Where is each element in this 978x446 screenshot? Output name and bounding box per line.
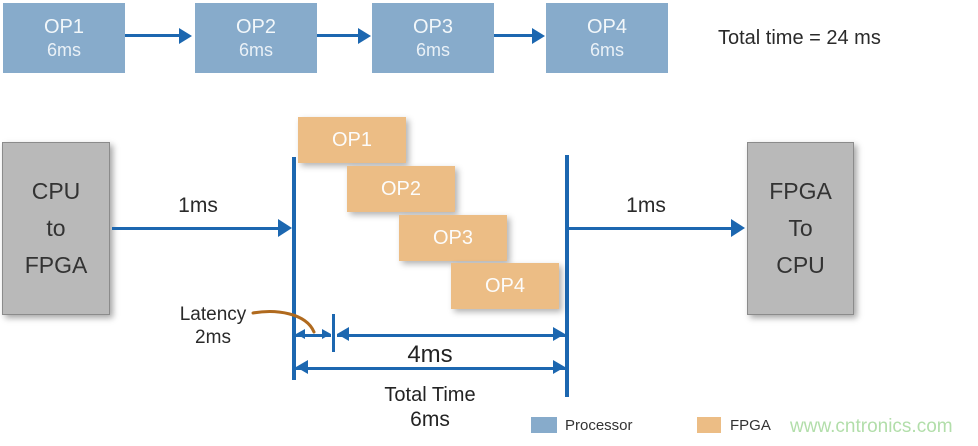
sequential-op4-box: OP4 6ms bbox=[546, 3, 668, 73]
watermark: www.cntronics.com bbox=[790, 416, 953, 437]
transfer-in-time-label: 1ms bbox=[178, 194, 218, 217]
fpga-op4-box: OP4 bbox=[451, 263, 559, 309]
sequential-op2-box: OP2 6ms bbox=[195, 3, 317, 73]
op-label: OP2 bbox=[235, 16, 277, 38]
latency-text: Latency bbox=[179, 304, 247, 325]
transfer-out-time-label: 1ms bbox=[626, 194, 666, 217]
op-label: OP2 bbox=[380, 177, 422, 200]
compute-time-label: 4ms bbox=[407, 341, 453, 368]
op-label: OP4 bbox=[586, 16, 628, 38]
compute-span-arrow-icon bbox=[337, 326, 565, 341]
fpga-to-cpu-line: CPU bbox=[776, 252, 825, 278]
op-label: OP3 bbox=[432, 226, 474, 249]
arrow-right-icon bbox=[112, 219, 292, 237]
sequential-op1-box: OP1 6ms bbox=[3, 3, 125, 73]
total-time-text: Total Time bbox=[384, 384, 476, 406]
sequential-total-time-label: Total time = 24 ms bbox=[718, 27, 881, 49]
latency-span-arrow-icon bbox=[296, 328, 331, 339]
arrow-right-icon bbox=[125, 27, 192, 44]
op-time: 6ms bbox=[415, 40, 450, 60]
op-label: OP4 bbox=[484, 274, 526, 297]
op-label: OP1 bbox=[43, 16, 85, 38]
fpga-to-cpu-line: FPGA bbox=[769, 178, 832, 204]
arrow-right-icon bbox=[317, 27, 371, 44]
fpga-legend-swatch bbox=[697, 417, 721, 433]
latency-callout-curve-icon bbox=[251, 310, 316, 334]
sequential-op3-box: OP3 6ms bbox=[372, 3, 494, 73]
total-time-value: 6ms bbox=[410, 408, 450, 431]
processor-legend-swatch bbox=[531, 417, 557, 433]
op-time: 6ms bbox=[238, 40, 273, 60]
cpu-to-fpga-line: FPGA bbox=[24, 252, 88, 278]
cpu-to-fpga-line: CPU bbox=[31, 178, 81, 204]
op-time: 6ms bbox=[46, 40, 81, 60]
latency-tick-mark bbox=[332, 314, 335, 352]
fpga-legend-label: FPGA bbox=[730, 417, 771, 434]
op-label: OP1 bbox=[331, 128, 373, 151]
total-time-label: Total Time 6ms bbox=[354, 383, 506, 433]
total-span-arrow-icon bbox=[296, 360, 565, 374]
cpu-to-fpga-line: to bbox=[46, 215, 66, 241]
op-label: OP3 bbox=[412, 16, 454, 38]
fpga-op2-box: OP2 bbox=[347, 166, 455, 212]
fpga-to-cpu-line: To bbox=[788, 215, 813, 241]
cpu-to-fpga-box: CPU to FPGA bbox=[2, 142, 110, 315]
latency-label: Latency 2ms bbox=[160, 303, 266, 349]
arrow-right-icon bbox=[494, 27, 545, 44]
arrow-right-icon bbox=[569, 219, 745, 237]
pipeline-end-line bbox=[565, 155, 569, 397]
fpga-op1-box: OP1 bbox=[298, 117, 406, 163]
fpga-op3-box: OP3 bbox=[399, 215, 507, 261]
fpga-to-cpu-box: FPGA To CPU bbox=[747, 142, 854, 315]
op-time: 6ms bbox=[589, 40, 624, 60]
pipeline-start-line bbox=[292, 157, 296, 380]
latency-value: 2ms bbox=[195, 327, 231, 348]
processor-legend-label: Processor bbox=[565, 417, 633, 434]
